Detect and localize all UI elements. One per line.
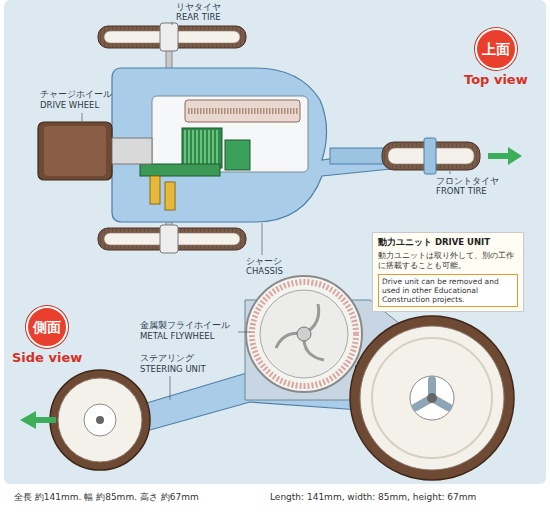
part-name: フロントタイヤ: [436, 176, 499, 186]
callout-note: Drive unit can be removed and used in ot…: [378, 274, 518, 307]
part-name: リヤタイヤ: [176, 2, 221, 12]
part-name: FRONT TIRE: [436, 186, 487, 196]
part-name: CHASSIS: [246, 266, 283, 276]
callout-box: 動力ユニット DRIVE UNIT 動力ユニットは取り外して、別の工作に搭載するこ…: [372, 232, 524, 312]
top-view-drawing: [38, 22, 522, 255]
view-heading: Side view: [12, 350, 82, 365]
part-name: DRIVE WHEEL: [40, 100, 99, 110]
callout-heading: 動力ユニット DRIVE UNIT: [378, 237, 518, 249]
badge-text: 側面: [26, 306, 68, 348]
view-heading: Top view: [464, 72, 528, 87]
part-name: ステアリング: [140, 353, 194, 363]
dimension-note: Length: 141mm, width: 85mm, height: 67mm: [270, 492, 476, 503]
part-name: STEERING UNIT: [140, 364, 206, 374]
badge-text: 上面: [475, 28, 517, 70]
part-name: チャージホイール: [40, 89, 112, 99]
callout-note: 動力ユニットは取り外して、別の工作に搭載することも可能。: [378, 251, 518, 271]
background-panel: [4, 0, 546, 484]
dimension-note: 全長 約141mm. 幅 約85mm. 高さ 約67mm: [14, 492, 199, 503]
part-name: REAR TIRE: [176, 12, 221, 22]
view-badge: 側面 Side view: [12, 306, 82, 365]
part-name: METAL FLYWHEEL: [140, 331, 214, 341]
part-name: 金属製フライホイール: [140, 320, 230, 330]
part-name: シャーシ: [246, 256, 282, 266]
view-badge: 上面 Top view: [464, 28, 528, 87]
